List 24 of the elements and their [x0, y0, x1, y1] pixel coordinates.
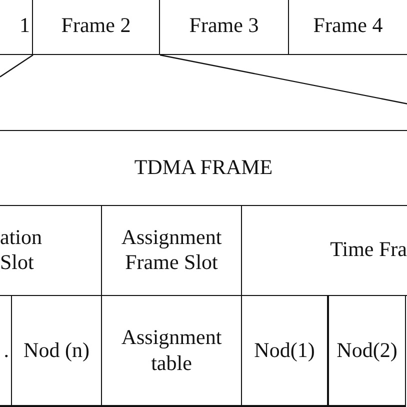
- cell-text: .: [4, 338, 9, 364]
- slot-cell: [102, 205, 242, 296]
- cell-text: Nod(2): [336, 338, 398, 364]
- zoom-line: [0, 54, 34, 78]
- cell-text: TDMA FRAME: [134, 155, 273, 181]
- frame-cell: [33, 0, 160, 55]
- frame-band: [0, 130, 407, 206]
- cell-text: Assignment table: [120, 325, 223, 376]
- cell-text: Frame 2: [61, 13, 131, 39]
- cell-text: 1: [20, 13, 30, 39]
- cell-text: Frame 4: [313, 13, 383, 39]
- cell-text: Nod (n): [24, 338, 90, 364]
- zoom-line: [160, 54, 407, 104]
- node-cell: [328, 296, 406, 407]
- cell-text: Assignment Frame Slot: [120, 224, 223, 276]
- frame-cell: [160, 0, 289, 55]
- node-cell: [12, 296, 102, 407]
- node-cell: [242, 296, 328, 407]
- cell-text: Nod(1): [254, 338, 315, 364]
- cell-text: Frame 3: [189, 13, 259, 39]
- cell-text: ation Slot: [0, 224, 43, 276]
- slot-cell: [0, 205, 102, 296]
- cell-text: Time Fra: [330, 237, 407, 263]
- table-cell: [102, 296, 242, 407]
